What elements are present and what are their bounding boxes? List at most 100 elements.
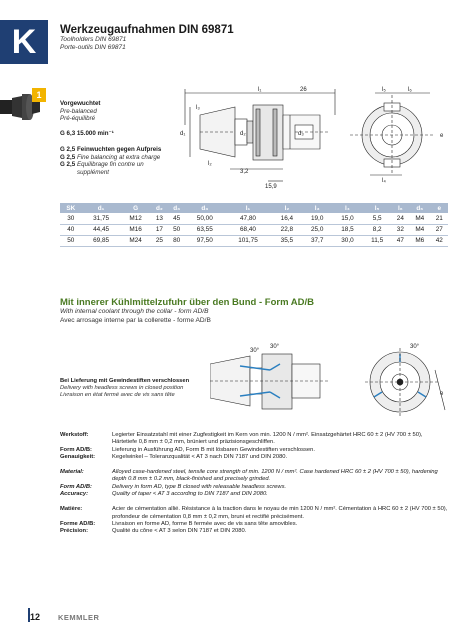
- spec-label: Form AD/B:: [60, 446, 92, 453]
- label-l5: l₅: [382, 87, 386, 93]
- angle-label: 30°: [250, 348, 260, 354]
- spec-value: Lieferung in Ausführung AD, Form B mit l…: [112, 446, 315, 453]
- table-cell: 69,85: [81, 235, 121, 247]
- page-title: Werkzeugaufnahmen DIN 69871: [60, 24, 234, 36]
- table-cell: M12: [120, 213, 151, 225]
- footer-brand: KEMMLER: [58, 613, 100, 622]
- page-subtitle-fr: Porte-outils DIN 69871: [60, 44, 126, 51]
- table-cell: 17: [150, 224, 169, 236]
- grade-text: Fine balancing at extra charge: [77, 153, 161, 161]
- table-cell: 22,8: [271, 224, 303, 236]
- table-header-row: SK d₁ G d₂ d₃ d₃ l₁ l₂ l₃ l₄ l₅ l₆ d₆ e: [60, 203, 448, 213]
- section-ad-b: Mit innerer Kühlmittelzufuhr über den Bu…: [60, 297, 314, 325]
- specs-fr: Matière:Acier de cémentation allié. Rési…: [60, 506, 448, 535]
- toolholder-drawing: l₁ 26 l₅ l₆ l₃ d₁ d₂ d₃ l₂ 3,2 15,9 l₄ e: [180, 87, 444, 190]
- angle-label: 30°: [410, 344, 420, 350]
- col-header: l₂: [271, 203, 303, 213]
- table-cell: 101,75: [224, 235, 272, 247]
- spec-value: Livraison en forme AD, forme B fermée av…: [112, 520, 298, 527]
- balance-fr: Pré-équilibré: [60, 115, 96, 122]
- table-cell: 19,0: [302, 213, 333, 225]
- table-cell: 68,40: [224, 224, 272, 236]
- table-cell: 25,0: [302, 224, 333, 236]
- col-header: d₃: [168, 203, 186, 213]
- label-l1: l₁: [258, 87, 261, 93]
- section-subtitle-fr: Avec arrosage interne par la collerette …: [60, 316, 211, 324]
- table-cell: M24: [120, 235, 151, 247]
- label-l2: l₂: [208, 161, 212, 167]
- page-number: 12: [30, 612, 41, 622]
- label-l3: l₃: [196, 105, 200, 111]
- col-header: l₅: [362, 203, 392, 213]
- table-cell: 80: [168, 235, 186, 247]
- specifications: Werkstoff:Legierter Einsatzstahl mit ein…: [60, 432, 448, 536]
- spec-row: Material:Alloyed case-hardened steel, te…: [60, 469, 448, 484]
- table-cell: M4: [408, 224, 431, 236]
- page-subtitle-en: Toolholders DIN 69871: [60, 36, 127, 43]
- table-cell: M6: [408, 235, 431, 247]
- grade-text: supplément: [77, 168, 109, 176]
- table-cell: 18,5: [332, 224, 363, 236]
- table-cell: 37,7: [302, 235, 333, 247]
- table-cell: 30: [60, 213, 82, 225]
- spec-row: Forme AD/B: Livraison en forme AD, forme …: [60, 521, 448, 528]
- label-l6: l₆: [408, 87, 412, 93]
- angle-label: 30°: [270, 344, 280, 350]
- col-header: d₆: [408, 203, 431, 213]
- specs-en: Material:Alloyed case-hardened steel, te…: [60, 469, 448, 498]
- table-cell: 44,45: [81, 224, 121, 236]
- table-cell: 42: [430, 235, 448, 247]
- spec-row: Form AD/B: Lieferung in Ausführung AD, Fo…: [60, 447, 448, 454]
- spec-label: Werkstoff:: [60, 432, 89, 438]
- col-header: l₃: [302, 203, 333, 213]
- delivery-de: Bei Lieferung mit Gewindestiften verschl…: [60, 378, 190, 384]
- col-header: e: [430, 203, 448, 213]
- table-cell: 5,5: [362, 213, 392, 225]
- table-cell: 31,75: [81, 213, 121, 225]
- table-cell: 16,4: [271, 213, 303, 225]
- grade-value: [60, 169, 77, 177]
- delivery-note: Bei Lieferung mit Gewindestiften verschl…: [60, 378, 189, 400]
- table-cell: 50: [168, 224, 186, 236]
- spec-value: Acier de cémentation allié. Résistance à…: [112, 506, 448, 520]
- logo-letter: K: [11, 22, 37, 61]
- table-cell: 47: [391, 235, 409, 247]
- grade-value: G 2,5: [60, 146, 76, 153]
- table-cell: 50: [60, 235, 82, 247]
- label-159: 15,9: [265, 184, 277, 190]
- grade-text: Equilibrage fin contre un: [77, 161, 144, 168]
- col-header: d₂: [150, 203, 169, 213]
- col-header: SK: [60, 203, 82, 213]
- kemmler-logo: K: [0, 20, 48, 64]
- label-e: e: [440, 391, 444, 397]
- section-badge: 1: [32, 88, 46, 102]
- table-cell: 27: [430, 224, 448, 236]
- delivery-en: Delivery with headless screws in closed …: [60, 385, 184, 392]
- col-header: G: [120, 203, 151, 213]
- table-cell: 21: [430, 213, 448, 225]
- balance-info: Vorgewuchtet Pre-balanced Pré-équilibré: [60, 100, 100, 123]
- spec-label: Forme AD/B:: [60, 520, 96, 527]
- table-cell: 24: [391, 213, 409, 225]
- balance-de: Vorgewuchtet: [60, 100, 101, 107]
- dimensions-table: SK d₁ G d₂ d₃ d₃ l₁ l₂ l₃ l₄ l₅ l₆ d₆ e …: [60, 203, 448, 247]
- col-header: l₁: [224, 203, 272, 213]
- table-cell: 40: [60, 224, 82, 236]
- table-cell: M4: [408, 213, 431, 225]
- grade-text: Feinwuchten gegen Aufpreis: [77, 146, 162, 153]
- table-cell: 13: [150, 213, 169, 225]
- label-26: 26: [300, 87, 307, 93]
- table-cell: M16: [120, 224, 151, 236]
- spec-value: Qualité du cône < AT 3 selon DIN 7187 et…: [112, 528, 247, 535]
- table-cell: 45: [168, 213, 186, 225]
- spec-label: Material:: [60, 469, 84, 476]
- grade-value: G 2,5: [60, 161, 76, 168]
